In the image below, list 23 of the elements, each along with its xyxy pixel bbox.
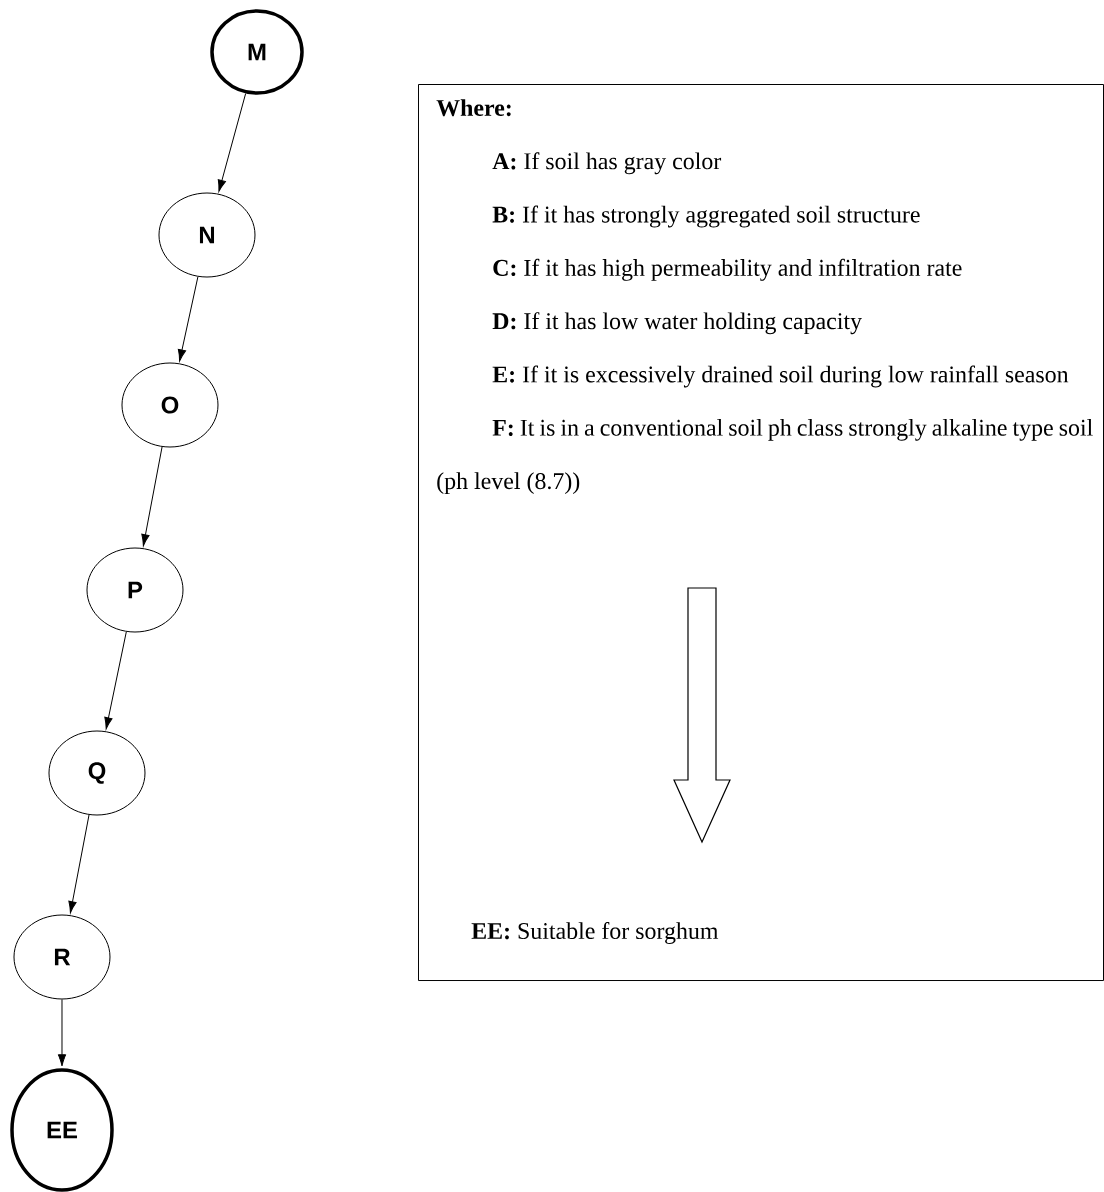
key-item: C: If it has high permeability and infiltration rate [493,258,962,281]
circle-node: N [158,192,256,278]
arrow [57,999,67,1067]
circle-node: O [121,362,219,448]
key-item: A: If soil has gray color [492,152,722,175]
heading: Where: [436,99,511,117]
arrow [177,276,199,362]
key-box [418,84,1104,981]
circle-node: P [86,547,184,633]
arrow [104,631,127,730]
arrow [68,814,90,914]
arrow [217,93,247,192]
key-item: D: If it has low water holding capacity [492,312,862,335]
circle-node: M [210,9,304,95]
key-item: E: If it is excessively drained soil during low rainfall season [492,365,1069,388]
hollow-arrow [673,587,731,844]
key-item: B: If it has strongly aggregated soil structure [492,205,920,228]
circle-node: Q [48,730,146,816]
circle-node: R [13,914,111,1000]
key-item: F: It is in a conventional soil ph class strongly alkaline type soil (ph level (8.7)) [437,419,1093,494]
arrow [141,446,163,547]
result-text: EE: Suitable for sorghum [471,922,719,944]
circle-node: EE [10,1068,114,1192]
